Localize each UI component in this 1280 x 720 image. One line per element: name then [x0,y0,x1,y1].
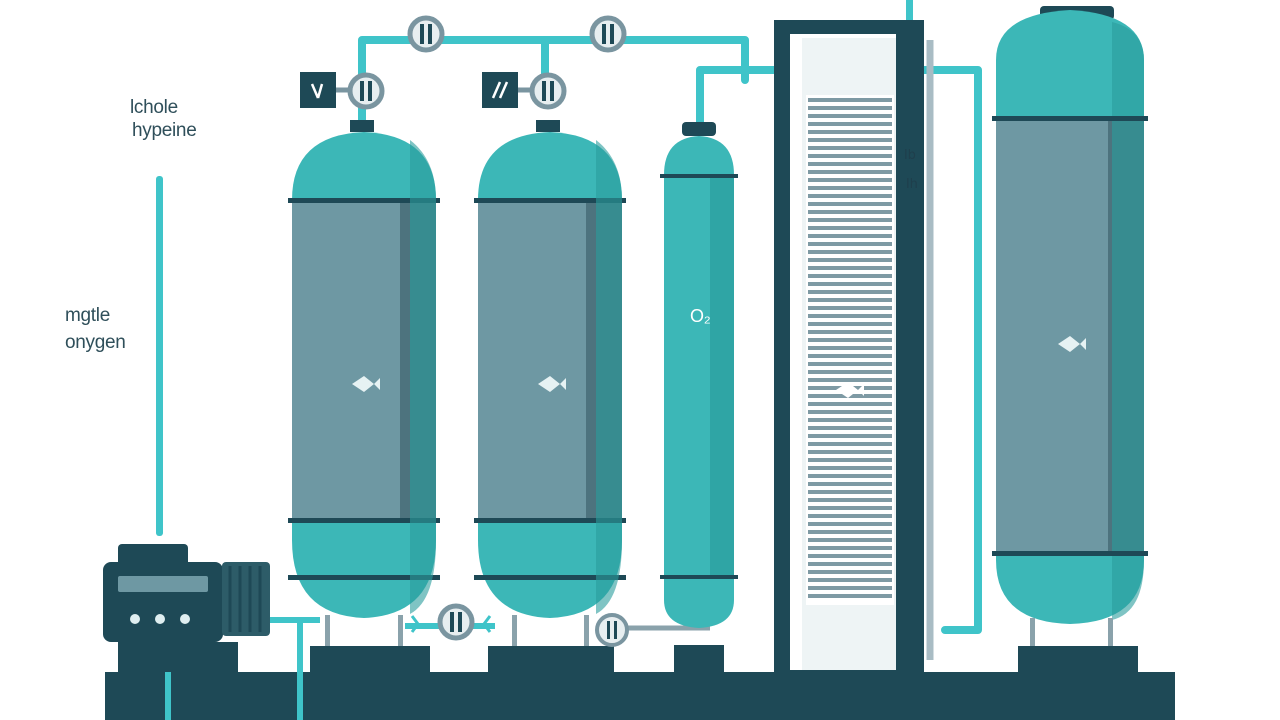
valve-icon [410,615,492,633]
fin [808,466,892,470]
oxygen-buffer-tank [660,122,738,672]
fish-emblem-icon [1058,336,1086,352]
fin [808,170,892,174]
fin [808,114,892,118]
fin [808,450,892,454]
label-top-left-line1: lchole [130,97,178,118]
fin [808,106,892,110]
fin [808,178,892,182]
fin [808,226,892,230]
fin [808,426,892,430]
top-outlet-pipe [906,0,913,22]
fin [808,434,892,438]
pressure-gauge-icon [347,72,385,110]
fin [808,562,892,566]
label-mid-left-line1: mgtle [65,305,110,326]
pressure-gauge-icon [529,72,567,110]
fin [808,306,892,310]
fin [808,282,892,286]
fin [808,258,892,262]
fin [808,322,892,326]
cooling-column [774,20,924,672]
fin [808,266,892,270]
heat-exchanger-fins [808,98,892,598]
fin [808,370,892,374]
fin [808,298,892,302]
label-top-left-line2: hypeine [132,120,197,141]
fin [808,162,892,166]
pressure-gauge-icon [407,15,445,53]
fin [808,202,892,206]
fish-emblem-icon [352,376,380,392]
adsorption-tank-2 [474,120,626,672]
fish-emblem-icon [538,376,566,392]
fin [808,586,892,590]
fin [808,546,892,550]
base-platform [105,672,1175,720]
fin [808,122,892,126]
fin [808,522,892,526]
fin [808,442,892,446]
fin [808,538,892,542]
adsorption-tank-1 [288,120,440,672]
fin [808,354,892,358]
fin [808,418,892,422]
fin [808,594,892,598]
o2-marker: O₂ [690,306,711,326]
fin [808,250,892,254]
label-mid-left-line2: onygen [65,332,126,353]
fin [808,290,892,294]
fin [808,218,892,222]
fin [808,474,892,478]
left-riser-pipe [156,176,163,536]
fin [808,154,892,158]
fin [808,186,892,190]
fin [808,362,892,366]
fin [808,138,892,142]
column-marker-1: lb [904,148,916,163]
fish-emblem-icon [836,382,864,398]
fin [808,242,892,246]
fin [808,530,892,534]
fin [808,514,892,518]
fin [808,130,892,134]
fin [808,274,892,278]
fin [808,482,892,486]
pressure-gauge-icon [437,603,475,641]
fin [808,554,892,558]
fin [808,346,892,350]
pressure-gauge-icon [595,613,629,647]
column-marker-2: lh [906,177,918,192]
fin [808,330,892,334]
fin [808,146,892,150]
fin [808,402,892,406]
pressure-gauge-icon [589,15,627,53]
valve-icon [300,72,350,108]
valve-icon [482,72,532,108]
fin [808,234,892,238]
fin [808,570,892,574]
fin [808,98,892,102]
fin [808,314,892,318]
fin [808,210,892,214]
motor-icon [103,544,270,672]
fin [808,410,892,414]
fin [808,578,892,582]
fin [808,378,892,382]
fin [808,194,892,198]
fin [808,490,892,494]
fin [808,338,892,342]
fin [808,506,892,510]
fin [808,458,892,462]
fin [808,498,892,502]
